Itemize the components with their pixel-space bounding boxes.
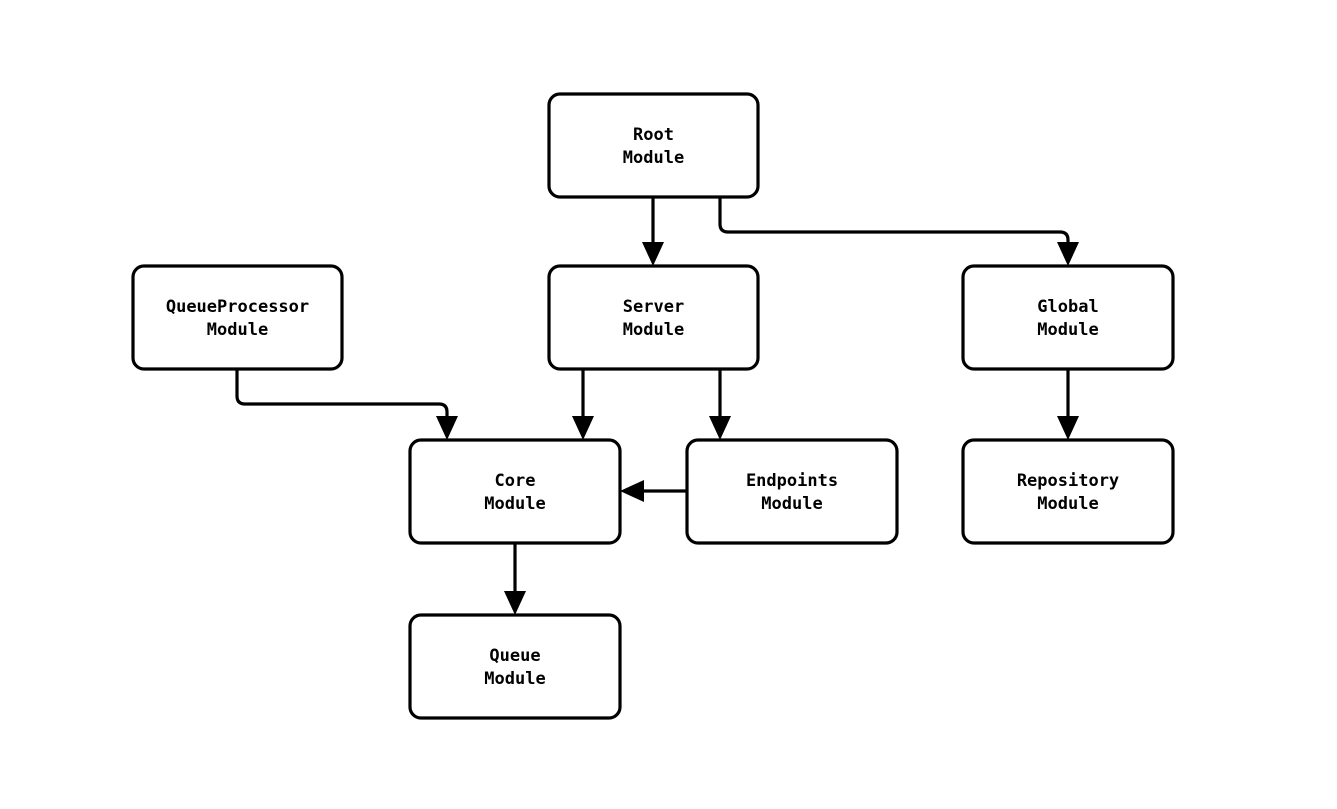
edge-root-to-global	[718, 197, 1079, 266]
node-global-module[interactable]: Global Module	[961, 264, 1175, 371]
node-queueprocessor-module-label-line1: QueueProcessor	[166, 297, 309, 317]
node-server-module-label-line1: Server	[623, 297, 684, 317]
edge-queueprocessor-to-core	[235, 369, 458, 440]
node-endpoints-module-label-line2: Module	[761, 494, 822, 514]
edge-queueprocessor-to-core-line	[235, 369, 449, 426]
node-queue-module-label-line1: Queue	[489, 646, 540, 666]
node-server-module-box[interactable]	[547, 264, 760, 371]
edge-queueprocessor-to-core-arrowhead	[436, 416, 458, 440]
edge-server-to-endpoints-arrowhead	[709, 416, 731, 440]
edge-server-to-endpoints	[709, 369, 731, 440]
node-root-module-box[interactable]	[547, 92, 760, 199]
edge-endpoints-to-core	[620, 480, 687, 502]
node-core-module-label-line2: Module	[484, 494, 545, 514]
node-server-module-label-line2: Module	[623, 320, 684, 340]
edge-server-to-core	[572, 369, 594, 440]
node-repository-module-label-line2: Module	[1037, 494, 1098, 514]
node-queueprocessor-module-label-line2: Module	[207, 320, 268, 340]
node-queue-module-label-line2: Module	[484, 669, 545, 689]
node-repository-module-label-line1: Repository	[1017, 471, 1119, 491]
node-queueprocessor-module[interactable]: QueueProcessor Module	[131, 264, 344, 371]
node-core-module-box[interactable]	[408, 438, 622, 545]
edge-root-to-server	[642, 197, 664, 266]
node-queue-module-box[interactable]	[408, 613, 622, 720]
node-endpoints-module-label-line1: Endpoints	[746, 471, 838, 491]
node-root-module-label-line2: Module	[623, 148, 684, 168]
node-global-module-label-line2: Module	[1037, 320, 1098, 340]
edge-endpoints-to-core-arrowhead	[620, 480, 644, 502]
node-queueprocessor-module-box[interactable]	[131, 264, 344, 371]
edge-server-to-core-arrowhead	[572, 416, 594, 440]
edge-global-to-repository	[1057, 369, 1079, 440]
node-root-module-label-line1: Root	[633, 125, 674, 145]
edge-core-to-queue	[504, 543, 526, 615]
edge-core-to-queue-arrowhead	[504, 591, 526, 615]
edge-root-to-global-arrowhead	[1057, 242, 1079, 266]
node-global-module-label-line1: Global	[1037, 297, 1098, 317]
node-repository-module-box[interactable]	[961, 438, 1175, 545]
node-endpoints-module-box[interactable]	[685, 438, 899, 545]
node-queue-module[interactable]: Queue Module	[408, 613, 622, 720]
node-core-module-label-line1: Core	[495, 471, 536, 491]
edge-layer	[235, 197, 1079, 615]
edge-root-to-server-arrowhead	[642, 242, 664, 266]
node-server-module[interactable]: Server Module	[547, 264, 760, 371]
node-global-module-box[interactable]	[961, 264, 1175, 371]
node-endpoints-module[interactable]: Endpoints Module	[685, 438, 899, 545]
node-layer: Root Module QueueProcessor Module Server…	[131, 92, 1175, 720]
node-root-module[interactable]: Root Module	[547, 92, 760, 199]
node-core-module[interactable]: Core Module	[408, 438, 622, 545]
node-repository-module[interactable]: Repository Module	[961, 438, 1175, 545]
edge-global-to-repository-arrowhead	[1057, 416, 1079, 440]
edge-root-to-global-line	[718, 197, 1070, 252]
